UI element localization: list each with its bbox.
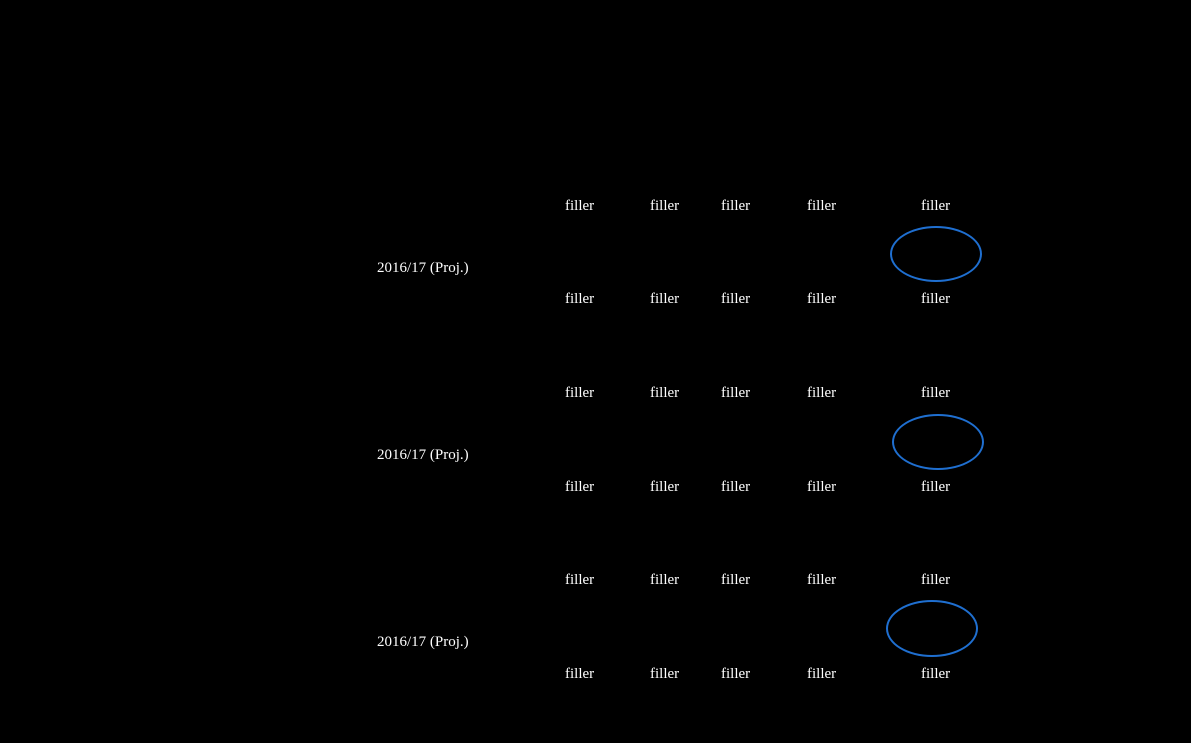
- table-cell: filler: [921, 666, 951, 682]
- table-cell: filler: [565, 479, 595, 495]
- table-cell: filler: [921, 479, 951, 495]
- table-cell: filler: [650, 291, 680, 307]
- table-cell: filler: [921, 198, 951, 214]
- table-cell: filler: [650, 572, 680, 588]
- table-cell: filler: [721, 666, 751, 682]
- table-cell: filler: [807, 479, 837, 495]
- table-cell: filler: [807, 198, 837, 214]
- table-cell: filler: [807, 666, 837, 682]
- row-label-projection: 2016/17 (Proj.): [377, 447, 469, 463]
- table-cell: filler: [721, 572, 751, 588]
- table-cell: filler: [650, 479, 680, 495]
- table-cell: filler: [565, 385, 595, 401]
- table-cell: filler: [650, 198, 680, 214]
- table-cell: filler: [565, 572, 595, 588]
- table-cell: filler: [721, 479, 751, 495]
- table-cell: filler: [721, 198, 751, 214]
- table-cell: filler: [807, 385, 837, 401]
- highlight-ellipse: [890, 226, 982, 282]
- table-cell: filler: [807, 291, 837, 307]
- table-cell: filler: [565, 291, 595, 307]
- highlight-ellipse: [892, 414, 984, 470]
- table-cell: filler: [721, 385, 751, 401]
- table-cell: filler: [921, 572, 951, 588]
- table-cell: filler: [721, 291, 751, 307]
- table-cell: filler: [921, 385, 951, 401]
- highlight-ellipse: [886, 600, 978, 657]
- table-cell: filler: [807, 572, 837, 588]
- table-cell: filler: [921, 291, 951, 307]
- table-cell: filler: [565, 666, 595, 682]
- table-cell: filler: [565, 198, 595, 214]
- row-label-projection: 2016/17 (Proj.): [377, 260, 469, 276]
- row-label-projection: 2016/17 (Proj.): [377, 634, 469, 650]
- table-cell: filler: [650, 666, 680, 682]
- table-cell: filler: [650, 385, 680, 401]
